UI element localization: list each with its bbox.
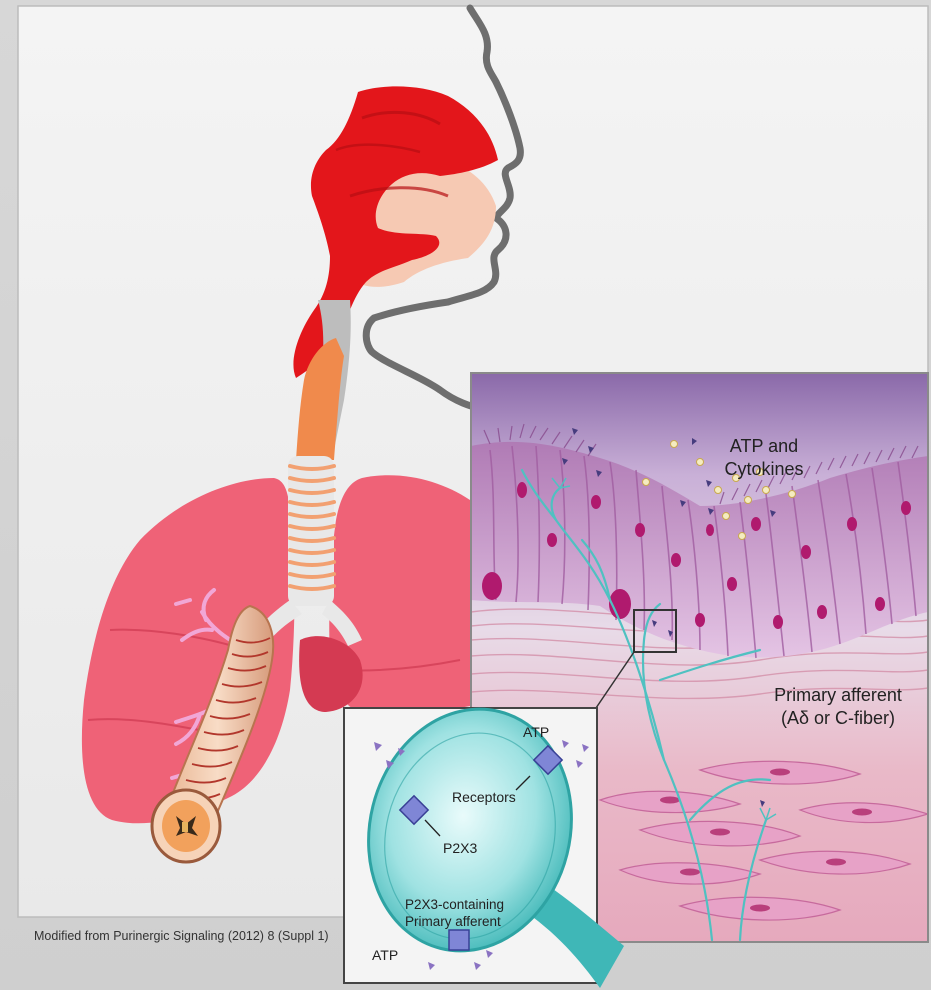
primary-afferent-label-1: Primary afferent [774,685,902,705]
p2x3-label: P2X3 [443,840,477,856]
primary-afferent-label-2: (Aδ or C-fiber) [781,708,895,728]
p2x3-containing-label-2: Primary afferent [405,914,501,929]
source-caption: Modified from Purinergic Signaling (2012… [34,929,329,943]
p2x3-containing-label-1: P2X3-containing [405,897,504,912]
atp-top-label: ATP [523,724,549,740]
receptor-bottom [449,930,469,950]
atp-cytokines-label-2: Cytokines [724,459,803,479]
receptor-inset: ATP Receptors P2X3 P2X3-containing Prima… [343,687,624,988]
atp-cytokines-label-1: ATP and [730,436,798,456]
receptors-label: Receptors [452,789,516,805]
atp-bottom-label: ATP [372,947,398,963]
